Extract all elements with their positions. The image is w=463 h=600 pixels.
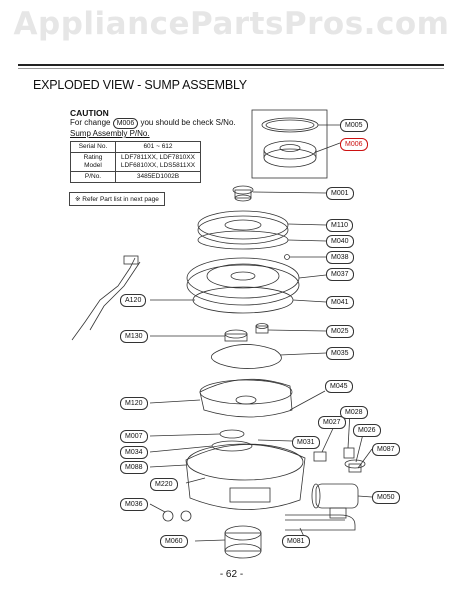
part-m007 <box>219 429 245 439</box>
part-m026 <box>344 459 366 469</box>
refer-note: ※ Refer Part list in next page <box>69 192 165 206</box>
caution-line1-before: For change <box>70 118 111 127</box>
info-table: Serial No. 601 ~ 612 Rating Model LDF781… <box>70 141 201 183</box>
part-m081 <box>285 514 356 531</box>
watermark: AppliancePartsPros.com <box>13 6 450 42</box>
table-row: P/No. 3485ED1002B <box>70 171 201 183</box>
label-m038: M038 <box>326 251 354 264</box>
part-m028 <box>343 447 355 459</box>
label-m028: M028 <box>340 406 368 419</box>
label-m035: M035 <box>326 347 354 360</box>
table-row: Rating Model LDF7811XX, LDF7810XX LDF681… <box>70 152 201 172</box>
label-m120: M120 <box>120 397 148 410</box>
caution-line1: For change M006 you should be check S/No… <box>70 118 236 129</box>
detail-box <box>251 109 328 179</box>
label-m026: M026 <box>353 424 381 437</box>
label-m060: M060 <box>160 535 188 548</box>
label-m045: M045 <box>325 380 353 393</box>
label-m088: M088 <box>120 461 148 474</box>
label-m220: M220 <box>150 478 178 491</box>
caution-line2: Sump Assembly P/No. <box>70 129 150 138</box>
label-m007: M007 <box>120 430 148 443</box>
label-m036: M036 <box>120 498 148 511</box>
caution-code: M006 <box>112 118 139 129</box>
part-a120 <box>71 257 136 341</box>
table-value: 3485ED1002B <box>115 171 201 183</box>
part-m041 <box>192 286 294 314</box>
label-m006: M006 <box>340 138 368 151</box>
top-rule <box>18 64 444 66</box>
label-m087: M087 <box>372 443 400 456</box>
part-m050 <box>315 483 359 509</box>
part-m035 <box>211 344 282 369</box>
label-m081: M081 <box>282 535 310 548</box>
label-m001: M001 <box>326 187 354 200</box>
caution-block: CAUTION For change M006 you should be ch… <box>70 108 236 139</box>
caution-heading: CAUTION <box>70 108 109 118</box>
caution-line1-after: you should be check S/No. <box>140 118 236 127</box>
label-m031: M031 <box>292 436 320 449</box>
label-m040: M040 <box>326 235 354 248</box>
label-m027: M027 <box>318 416 346 429</box>
part-m038 <box>284 254 290 260</box>
label-a120: A120 <box>120 294 147 307</box>
sump-m006 <box>263 140 317 160</box>
label-m025: M025 <box>326 325 354 338</box>
part-m120 <box>199 378 293 418</box>
label-m050: M050 <box>372 491 400 504</box>
label-m110: M110 <box>326 219 353 232</box>
part-m001 <box>232 185 254 195</box>
label-m041: M041 <box>326 296 354 309</box>
label-m130: M130 <box>120 330 148 343</box>
label-m037: M037 <box>326 268 354 281</box>
page-title: EXPLODED VIEW - SUMP ASSEMBLY <box>33 78 247 92</box>
part-m036 <box>162 510 174 522</box>
top-rule-thin <box>18 68 444 69</box>
page-number: - 62 - <box>219 569 244 580</box>
label-m034: M034 <box>120 446 148 459</box>
part-m110 <box>197 210 289 240</box>
base-assembly <box>185 444 306 510</box>
part-m027 <box>313 451 327 462</box>
label-m005: M005 <box>340 119 368 132</box>
